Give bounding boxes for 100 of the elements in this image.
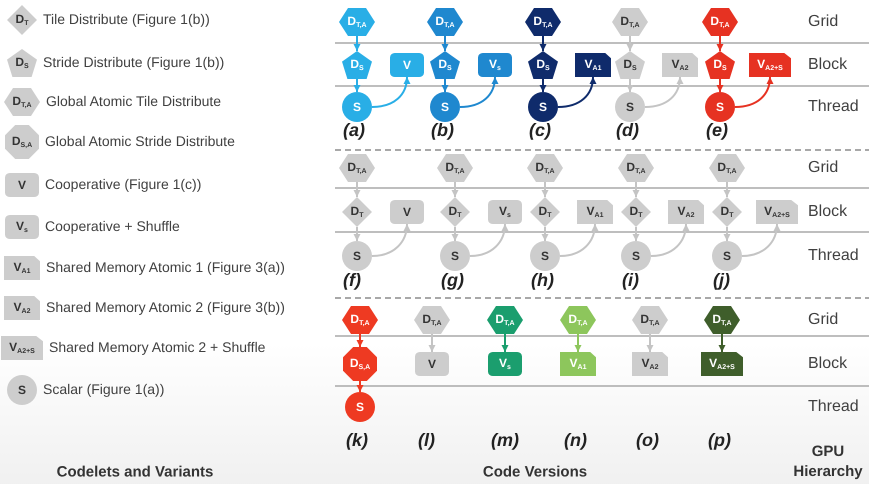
legend-symbol: D$_{T,A}$ [4,88,40,116]
cut-corner-box-node: V$_{A1}$ [560,352,596,376]
arrow [644,76,684,108]
panel-label: (p) [708,430,731,451]
legend-description: Global Atomic Stride Distribute [45,133,235,149]
column-caption: Codelets and Variants [56,464,214,480]
panel-label: (j) [713,270,730,291]
cut-corner-box-node: V$_{A2}$ [632,352,668,376]
rounded-box-node: V [390,53,424,77]
cut-corner-box-node: V$_{A2+S}$ [749,53,791,77]
panel-label: (g) [441,270,464,291]
arrow [560,224,598,257]
arrow [650,224,690,257]
circle-node: S [430,92,460,122]
circle-node: S [705,92,735,122]
legend-symbol: V$_{A1}$ [4,256,40,280]
rounded-box-node: V$_{s}$ [488,200,522,224]
panel-label: (f) [343,270,361,291]
legend-description: Stride Distribute (Figure 1(b)) [43,54,224,70]
panel-label: (a) [343,120,365,141]
panel-label: (e) [706,120,728,141]
arrow [442,79,448,92]
panel-label: (b) [431,120,454,141]
hexagon-node: D$_{T,A}$ [414,306,450,334]
rounded-box-node: V [415,352,449,376]
pentagon-node: D$_{S}$ [528,51,558,79]
row-label: Thread [808,98,859,116]
rounded-box-node: V [390,200,424,224]
cut-corner-box-node: V$_{A2}$ [668,200,704,224]
legend-symbol: V$_{A2}$ [4,296,40,320]
cut-corner-box-node: V$_{A2+S}$ [701,352,743,376]
row-label: Block [808,56,848,74]
hexagon-node: D$_{T,A}$ [339,8,375,36]
hexagon-node: D$_{T,A}$ [339,154,375,182]
hexagon-node: D$_{T,A}$ [427,8,463,36]
arrow [718,334,726,352]
hexagon-node: D$_{T,A}$ [487,306,523,334]
legend-symbol: S [7,375,37,405]
pentagon-node: D$_{S}$ [705,51,735,79]
legend-description: Shared Memory Atomic 2 + Shuffle [49,339,266,355]
legend-symbol: V$_{A2+S}$ [1,336,43,360]
hexagon-node: D$_{T,A}$ [702,8,738,36]
panel-label: (o) [636,430,659,451]
hexagon-node: D$_{T,A}$ [704,306,740,334]
arrow [646,334,654,352]
panel-label: (d) [616,120,639,141]
arrow [574,334,582,352]
diamond-node: D$_{T}$ [440,197,470,227]
arrow [470,224,508,257]
arrow [626,36,634,51]
arrow [354,36,360,51]
row-label: Block [808,203,848,221]
row-label: Thread [808,247,859,265]
hexagon-node: D$_{T,A}$ [709,154,745,182]
hexagon-node: D$_{T,A}$ [437,154,473,182]
arrow [542,182,548,197]
panel-label: (k) [346,430,368,451]
hexagon-node: D$_{T,A}$ [632,306,668,334]
legend-symbol: D$_{S,A}$ [5,125,39,159]
rounded-box-node: V$_{s}$ [488,352,522,376]
arrow [716,79,724,92]
arrow [442,36,448,51]
panel-label: (h) [531,270,554,291]
hexagon-node: D$_{T,A}$ [560,306,596,334]
legend-symbol: D$_{S}$ [7,49,37,77]
row-label: Block [808,355,848,373]
panel-label: (m) [491,430,519,451]
rounded-box-node: V$_{s}$ [478,53,512,77]
row-label: Grid [808,311,838,329]
arrow [428,334,436,352]
row-label: Grid [808,13,838,31]
legend-symbol: V$_{s}$ [5,215,39,239]
arrow [716,36,724,51]
legend-description: Shared Memory Atomic 1 (Figure 3(a)) [46,259,285,275]
legend-symbol: D$_{T}$ [7,5,37,35]
arrow [354,79,360,92]
circle-node: S [712,241,742,271]
column-caption: Code Versions [482,464,588,480]
arrow [540,79,546,92]
legend-description: Shared Memory Atomic 2 (Figure 3(b)) [46,299,285,315]
hexagon-node: D$_{T,A}$ [527,154,563,182]
arrow [724,227,730,241]
circle-node: S [621,241,651,271]
arrow [354,227,360,241]
arrow [356,381,364,392]
hexagon-node: D$_{T,A}$ [612,8,648,36]
diamond-node: D$_{T}$ [712,197,742,227]
panel-label: (i) [622,270,639,291]
cut-corner-box-node: V$_{A2+S}$ [756,200,798,224]
arrow [540,36,546,51]
circle-node: S [342,92,372,122]
circle-node: S [440,241,470,271]
arrow [460,76,498,108]
hexagon-node: D$_{T,A}$ [342,306,378,334]
arrow [632,227,640,241]
axis-caption: GPU Hierarchy [793,442,863,482]
diamond-node: D$_{T}$ [530,197,560,227]
legend-description: Cooperative + Shuffle [45,218,180,234]
cut-corner-box-node: V$_{A1}$ [577,200,613,224]
pentagon-node: D$_{S}$ [615,51,645,79]
